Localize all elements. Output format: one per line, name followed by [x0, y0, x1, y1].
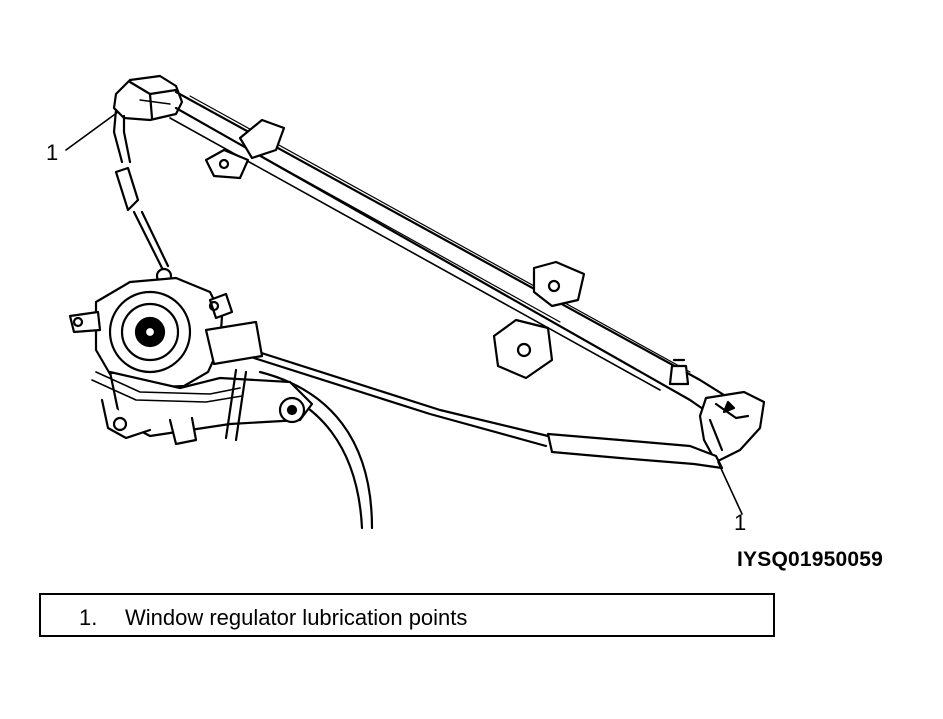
rail-stud	[668, 358, 690, 386]
callout-leader-lines	[65, 111, 743, 515]
cable-lower	[250, 348, 724, 470]
cable-upper	[112, 108, 173, 285]
callout-label-upper: 1	[46, 140, 59, 165]
legend-box: 1. Window regulator lubrication points	[39, 593, 775, 637]
callout-label-lower: 1	[734, 510, 747, 535]
leader-line-lower	[717, 461, 743, 515]
rail-mounting-bracket-middle	[532, 260, 586, 308]
rail-mounting-bracket-upper	[204, 118, 286, 180]
legend-item-number: 1.	[79, 605, 98, 630]
upper-pulley-bracket	[112, 74, 184, 122]
regulator-motor	[68, 276, 314, 446]
lower-pulley-bracket	[698, 390, 766, 464]
legend-item-text: Window regulator lubrication points	[125, 605, 468, 630]
figure-code: IYSQ01950059	[737, 548, 884, 571]
glass-channel-bracket	[492, 318, 554, 380]
leader-line-upper	[65, 111, 119, 151]
